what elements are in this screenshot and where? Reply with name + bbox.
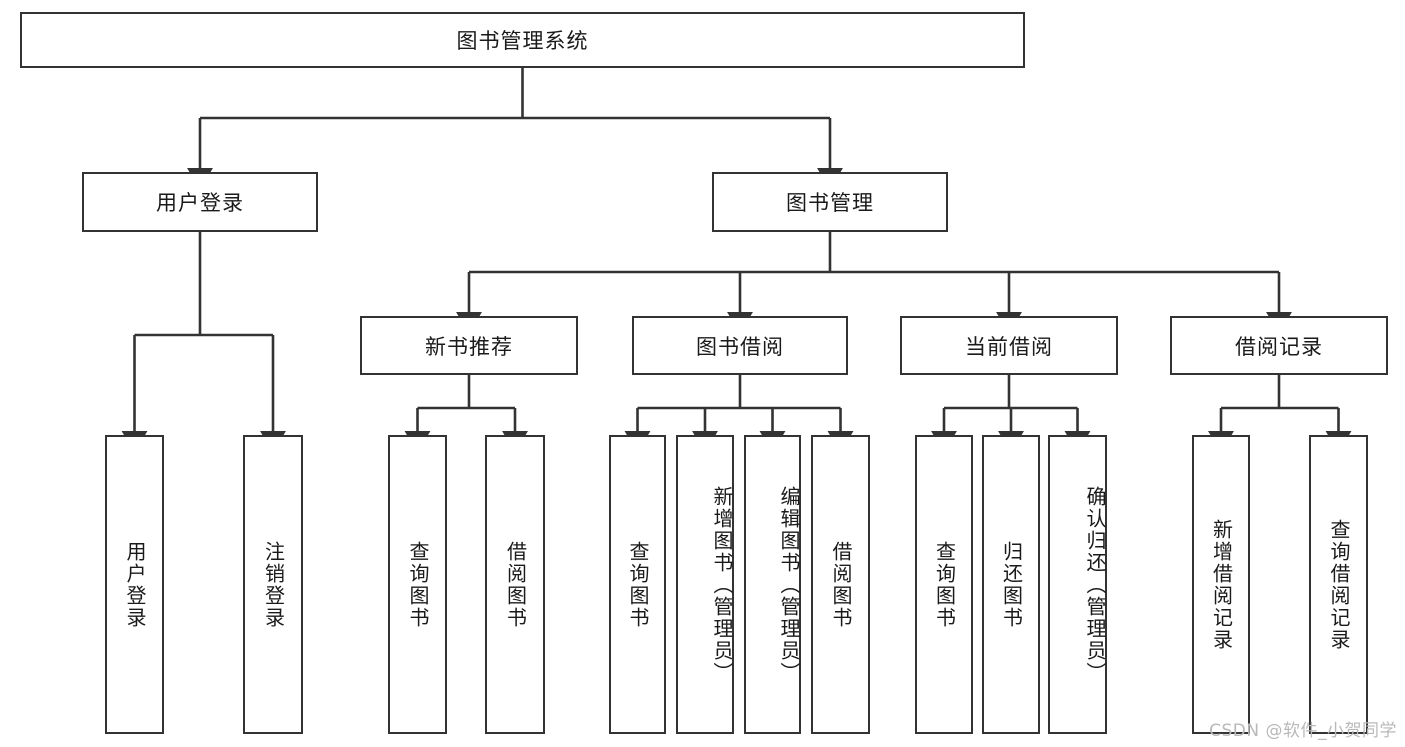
node-label: 新增图书（管理员） (710, 485, 734, 684)
connector-lines (121, 68, 1352, 453)
node-label: 借阅图书 (503, 540, 528, 629)
node-leaf-query-record[interactable]: 查询借阅记录 (1309, 435, 1368, 734)
node-leaf-user-logout[interactable]: 注销登录 (243, 435, 303, 734)
node-label: 借阅记录 (1235, 334, 1323, 359)
node-label: 新书推荐 (425, 334, 513, 359)
node-user-login[interactable]: 用户登录 (82, 172, 318, 232)
node-leaf-edit-book[interactable]: 编辑图书（管理员） (744, 435, 801, 734)
node-leaf-query-book-2[interactable]: 查询图书 (609, 435, 666, 734)
node-root[interactable]: 图书管理系统 (20, 12, 1025, 68)
node-leaf-return-book[interactable]: 归还图书 (982, 435, 1040, 734)
node-leaf-add-record[interactable]: 新增借阅记录 (1192, 435, 1250, 734)
node-leaf-user-login[interactable]: 用户登录 (105, 435, 164, 734)
node-label: 图书借阅 (696, 334, 784, 359)
node-leaf-confirm-return[interactable]: 确认归还（管理员） (1048, 435, 1107, 734)
node-leaf-borrow-book-2[interactable]: 借阅图书 (811, 435, 870, 734)
node-leaf-borrow-book-1[interactable]: 借阅图书 (485, 435, 545, 734)
node-book-manage[interactable]: 图书管理 (712, 172, 948, 232)
node-label: 查询图书 (932, 540, 957, 629)
node-label: 查询借阅记录 (1327, 518, 1351, 651)
node-label: 借阅图书 (829, 540, 853, 629)
node-current-borrow[interactable]: 当前借阅 (900, 316, 1118, 375)
node-label: 用户登录 (123, 540, 147, 629)
node-label: 查询图书 (626, 540, 650, 629)
node-label: 注销登录 (261, 540, 286, 629)
node-leaf-query-book-3[interactable]: 查询图书 (915, 435, 973, 734)
node-label: 新增借阅记录 (1209, 518, 1234, 651)
node-leaf-query-book-1[interactable]: 查询图书 (388, 435, 447, 734)
node-label: 查询图书 (406, 540, 430, 629)
node-label: 用户登录 (156, 191, 244, 215)
node-borrow-record[interactable]: 借阅记录 (1170, 316, 1388, 375)
node-label: 编辑图书（管理员） (777, 485, 801, 684)
node-new-book-recommend[interactable]: 新书推荐 (360, 316, 578, 375)
node-book-borrow[interactable]: 图书借阅 (632, 316, 848, 375)
node-label: 归还图书 (999, 540, 1024, 629)
node-leaf-add-book[interactable]: 新增图书（管理员） (676, 435, 734, 734)
node-label: 确认归还（管理员） (1083, 485, 1107, 684)
node-label: 图书管理系统 (456, 29, 589, 53)
node-label: 当前借阅 (965, 334, 1053, 359)
node-label: 图书管理 (786, 191, 874, 215)
watermark-label: CSDN @软件_小贺同学 (1209, 721, 1397, 741)
